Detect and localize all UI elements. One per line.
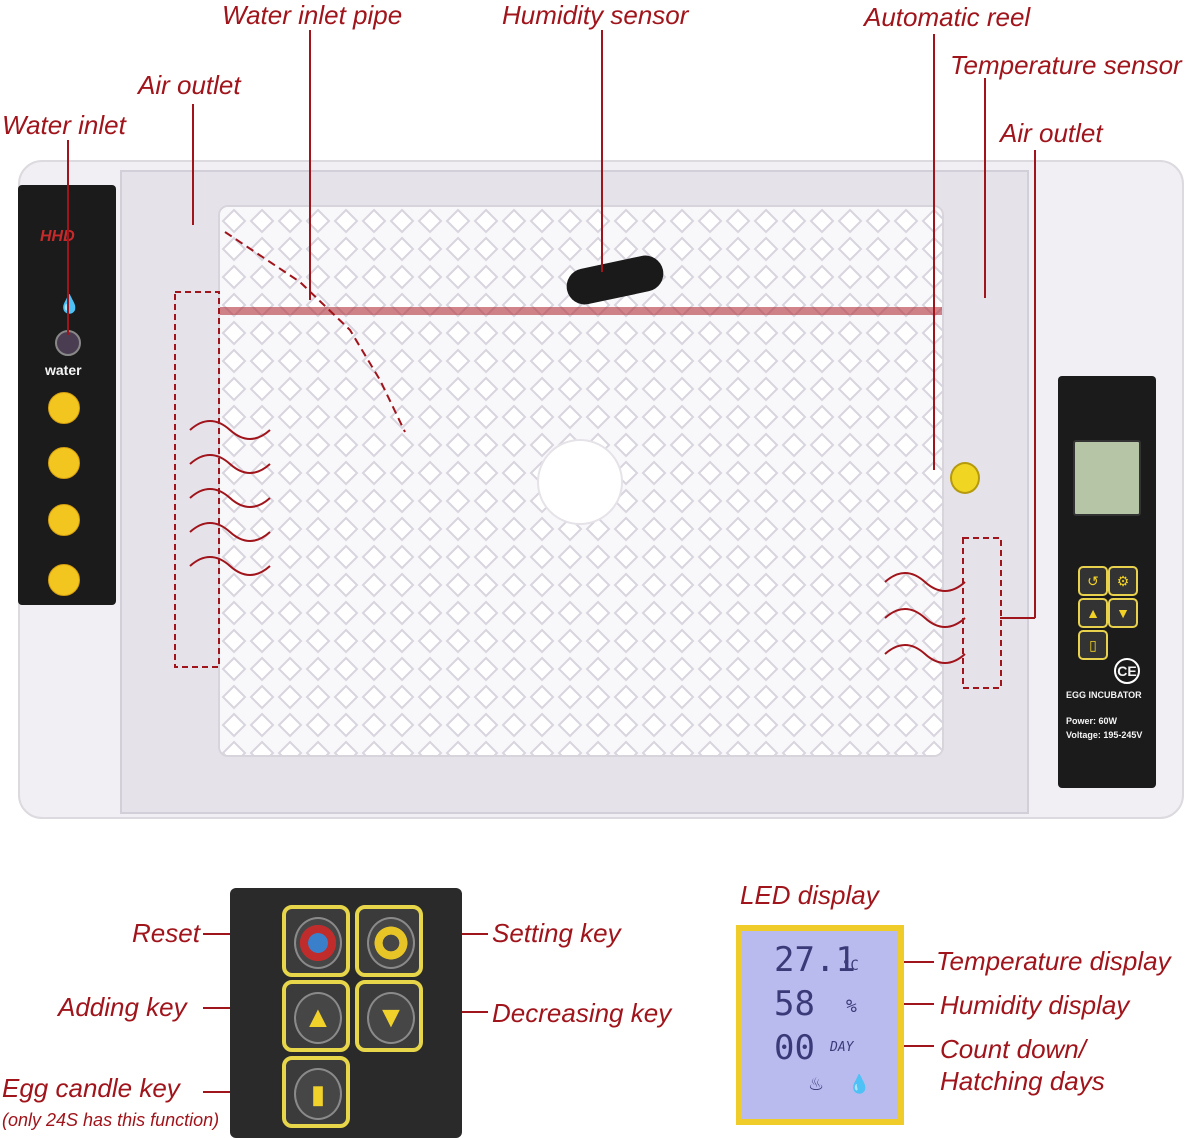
humidity-sensor-label: Humidity sensor [502,0,689,30]
reset-key[interactable] [282,905,350,977]
triangle-up-icon: ▲ [294,992,342,1044]
triangle-down-icon: ▼ [367,992,415,1044]
egg-candle-note: (only 24S has this function) [2,1110,220,1130]
chick-hatching-icon [48,392,80,424]
temperature-sensor-label: Temperature sensor [950,50,1182,80]
water-inlet-label: Water inlet [2,110,126,140]
model-label: EGG INCUBATOR [1066,690,1142,700]
automatic-reel-label: Automatic reel [864,2,1031,32]
diamond-grid-pattern [220,207,942,755]
setting-key-label: Setting key [492,918,621,948]
adding-key[interactable]: ▲ [282,980,350,1052]
temperature-display-label: Temperature display [936,946,1171,976]
egg-candle-key[interactable]: ▮ [282,1056,350,1128]
reset-icon [294,917,342,969]
air-outlet-left-label: Air outlet [138,70,241,100]
air-outlet-right-label: Air outlet [1000,118,1103,148]
flashlight-icon: ▮ [294,1068,342,1120]
ce-mark: CE [1114,658,1140,684]
countdown-label-line2: Hatching days [940,1066,1105,1096]
humidity-value: 58 [774,984,815,1024]
water-drop-indicator-icon: 💧 [848,1074,871,1094]
water-label: water [45,362,82,378]
setting-key[interactable] [355,905,423,977]
humidity-display-label: Humidity display [940,990,1130,1020]
chick-flower-icon [48,564,80,596]
led-display-title: LED display [740,880,879,910]
chick-egg-icon [48,504,80,536]
decrease-button-small[interactable]: ▼ [1108,598,1138,628]
reset-label: Reset [132,918,200,948]
temperature-value: 27.1 [774,940,856,980]
egg-candle-key-label: Egg candle key [2,1073,180,1103]
water-drop-icon: 💧 [58,294,81,314]
countdown-label-line1: Count down/ [940,1034,1086,1064]
small-lcd-screen [1073,440,1141,516]
decreasing-key-label: Decreasing key [492,998,672,1028]
chick-clover-icon [48,447,80,479]
decreasing-key[interactable]: ▼ [355,980,423,1052]
voltage-label: Voltage: 195-245V [1066,730,1143,740]
water-inlet-pipe-label: Water inlet pipe [222,0,403,30]
add-button-small[interactable]: ▲ [1078,598,1108,628]
led-display [736,925,904,1125]
candle-button-small[interactable]: ▯ [1078,630,1108,660]
heat-indicator-icon: ♨ [808,1074,825,1094]
power-label: Power: 60W [1066,716,1118,726]
setting-button-small[interactable]: ⚙ [1108,566,1138,596]
gear-icon [367,917,415,969]
humidity-unit: % [846,996,857,1017]
temperature-sensor-probe [950,462,980,494]
days-unit: DAY [830,1040,854,1055]
adding-key-label: Adding key [58,992,187,1022]
brand-logo: HHD [40,228,75,245]
temperature-unit: °C [842,958,859,974]
days-value: 00 [774,1028,815,1068]
reset-button-small[interactable]: ↺ [1078,566,1108,596]
